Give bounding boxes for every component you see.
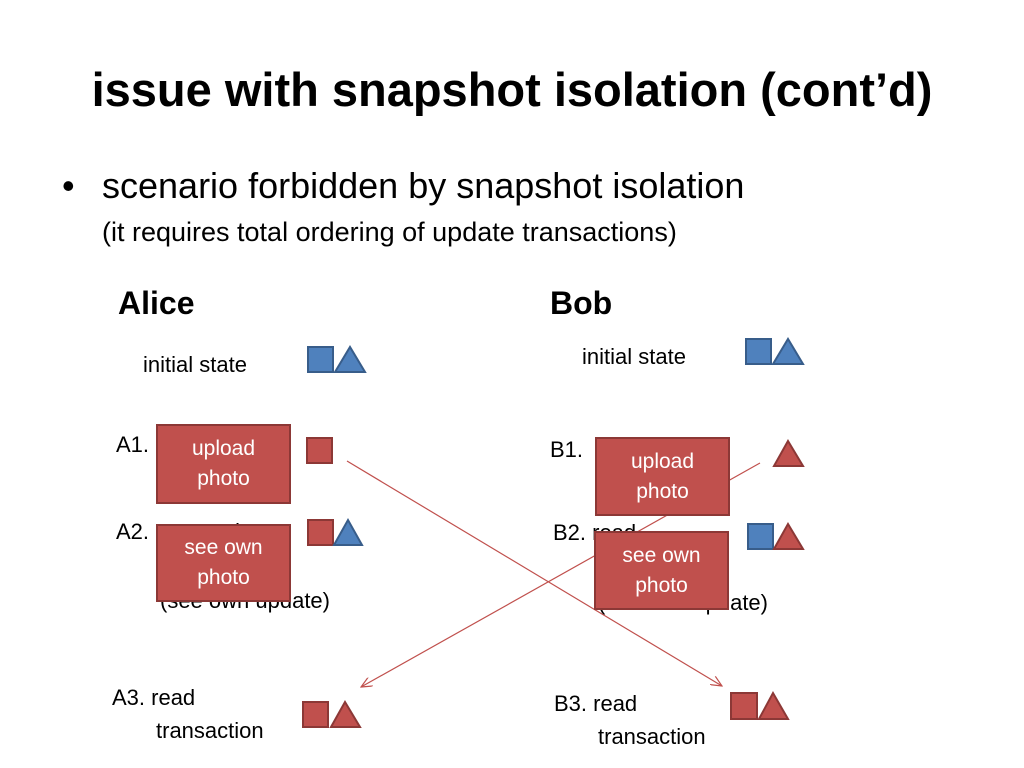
alice-upload-photo-callout: upload photo xyxy=(156,424,291,504)
bob-b2-square-icon xyxy=(747,523,774,550)
alice-a2-square-icon xyxy=(307,519,334,546)
alice-initial-state-label: initial state xyxy=(143,352,247,377)
callout-line: photo xyxy=(635,573,688,597)
callout-line: photo xyxy=(197,566,250,589)
callout-line: see own xyxy=(184,536,263,559)
alice-see-own-photo-callout: see own photo xyxy=(156,524,291,602)
bob-b1-label: B1. xyxy=(550,437,584,462)
bob-see-own-photo-callout: see own photo xyxy=(594,531,729,610)
alice-a3-square-icon xyxy=(302,701,329,728)
alice-a1-label: A1. xyxy=(116,432,150,457)
bob-initial-triangle-icon xyxy=(771,337,805,365)
alice-heading: Alice xyxy=(118,285,195,321)
bullet-dot: • xyxy=(62,165,75,206)
alice-initial-square-icon xyxy=(307,346,334,373)
bob-b3-triangle-icon xyxy=(757,690,790,720)
bob-b2-triangle-icon xyxy=(772,522,805,550)
alice-a3-label: A3. read xyxy=(112,685,196,710)
alice-a2-label: A2. xyxy=(116,519,150,544)
bob-initial-square-icon xyxy=(745,338,772,365)
alice-initial-triangle-icon xyxy=(333,345,367,373)
alice-a2-triangle-icon xyxy=(332,517,364,546)
sub-bullet-text: (it requires total ordering of update tr… xyxy=(102,217,677,247)
callout-line: upload xyxy=(191,437,256,460)
bob-upload-photo-callout: upload photo xyxy=(595,437,730,516)
bob-heading: Bob xyxy=(550,285,613,321)
bob-b3-label: B3. read xyxy=(554,691,638,716)
bob-initial-state-label: initial state xyxy=(582,344,686,369)
slide-title: issue with snapshot isolation (cont’d) xyxy=(91,63,933,116)
callout-line: photo xyxy=(197,467,250,490)
alice-a3-triangle-icon xyxy=(329,700,362,728)
bob-b3-label-line2: transaction xyxy=(598,724,706,749)
callout-line: upload xyxy=(630,449,695,473)
alice-a1-square-icon xyxy=(306,437,333,464)
bob-b1-triangle-icon xyxy=(772,439,805,467)
bob-b3-square-icon xyxy=(730,692,758,720)
alice-a3-label-line2: transaction xyxy=(156,718,264,743)
bullet-text: scenario forbidden by snapshot isolation xyxy=(102,165,745,206)
arrow-alice-to-bob xyxy=(346,460,722,686)
callout-line: photo xyxy=(636,479,689,503)
callout-line: see own xyxy=(622,543,701,567)
